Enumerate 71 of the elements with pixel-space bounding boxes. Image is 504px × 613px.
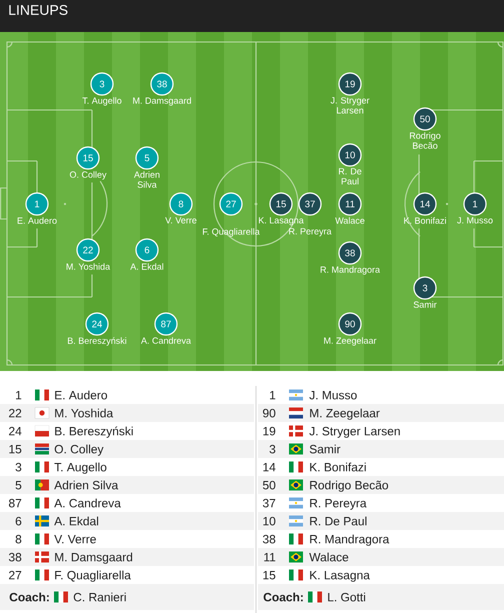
player-name: O. Colley bbox=[54, 444, 104, 456]
player-name: T. Augello bbox=[82, 97, 122, 106]
player-name: Rodrigo Becão bbox=[410, 132, 440, 149]
player-name: K. Bonifazi bbox=[310, 462, 366, 472]
player-name: O. Colley bbox=[70, 171, 106, 180]
player-name: E. Audero bbox=[18, 217, 57, 224]
shirt-number: 1 bbox=[16, 391, 22, 400]
shirt-number: 3 bbox=[270, 444, 276, 454]
player-name: T. Augello bbox=[54, 462, 106, 474]
shirt-number: 10 bbox=[263, 516, 276, 526]
player-name: Samir bbox=[310, 444, 340, 454]
shirt-number: 8 bbox=[16, 534, 22, 544]
coach-label: Coach: bbox=[10, 592, 49, 602]
player-name: J. Stryger Larsen bbox=[330, 97, 370, 114]
player-name: J. Stryger Larsen bbox=[309, 426, 400, 438]
player-name: V. Verre bbox=[165, 217, 196, 224]
shirt-number: 15 bbox=[9, 445, 22, 454]
shirt-number: 1 bbox=[270, 391, 276, 400]
player-name: Rodrigo Becão bbox=[310, 480, 388, 492]
shirt-number: 38 bbox=[8, 552, 22, 562]
shirt-number: 15 bbox=[263, 571, 276, 580]
player-name: R. De Paul bbox=[310, 516, 366, 526]
player-name: Adrien Silva bbox=[54, 480, 118, 490]
player-name: F. Quagliarella bbox=[202, 228, 260, 237]
player-name: J. Musso bbox=[457, 217, 493, 224]
player-name: Adrien Silva bbox=[134, 171, 160, 188]
player-name: Walace bbox=[309, 552, 348, 562]
shirt-number: 50 bbox=[262, 480, 276, 490]
coach-label: Coach: bbox=[264, 592, 303, 602]
coach-name: L. Gotti bbox=[328, 592, 366, 602]
shirt-number: 19 bbox=[263, 426, 276, 436]
shirt-number: 3 bbox=[16, 462, 22, 472]
player-name: F. Quagliarella bbox=[55, 570, 131, 582]
player-name: M. Zeegelaar bbox=[310, 408, 380, 420]
section-header: LINEUPS bbox=[0, 0, 504, 32]
shirt-number: 14 bbox=[263, 463, 276, 472]
player-name: K. Lasagna bbox=[258, 217, 304, 226]
player-name: A. Ekdal bbox=[130, 263, 164, 270]
player-name: K. Lasagna bbox=[310, 571, 370, 582]
coach-name: C. Ranieri bbox=[74, 592, 126, 602]
player-name: E. Audero bbox=[55, 390, 108, 400]
player-name: R. De Paul bbox=[338, 168, 362, 184]
player-name: A. Ekdal bbox=[54, 516, 98, 526]
shirt-number: 27 bbox=[9, 570, 22, 580]
player-name: J. Musso bbox=[309, 391, 357, 400]
shirt-number: 37 bbox=[262, 498, 276, 508]
shirt-number: 11 bbox=[264, 553, 276, 562]
shirt-number: 22 bbox=[9, 408, 22, 418]
player-name: M. Zeegelaar bbox=[324, 337, 376, 346]
player-name: V. Verre bbox=[54, 535, 96, 544]
player-name: Walace bbox=[335, 217, 364, 224]
shirt-number: 38 bbox=[262, 534, 276, 544]
shirt-number: 24 bbox=[9, 426, 22, 436]
player-name: B. Bereszyński bbox=[55, 426, 133, 438]
player-name: M. Yoshida bbox=[55, 408, 114, 418]
player-name: B. Bereszyński bbox=[68, 337, 126, 346]
player-name: R. Pereyra bbox=[289, 228, 332, 236]
player-name: M. Damsgaard bbox=[55, 552, 132, 564]
player-name: R. Mandragora bbox=[310, 534, 390, 546]
shirt-number: 90 bbox=[263, 408, 276, 418]
shirt-number: 6 bbox=[16, 516, 22, 526]
player-name: R. Pereyra bbox=[310, 499, 367, 510]
player-name: M. Damsgaard bbox=[133, 97, 191, 106]
player-name: K. Bonifazi bbox=[404, 217, 446, 224]
player-name: A. Candreva bbox=[54, 498, 121, 508]
player-name: R. Mandragora bbox=[320, 266, 380, 275]
shirt-number: 5 bbox=[16, 481, 22, 490]
player-name: A. Candreva bbox=[141, 337, 191, 344]
shirt-number: 87 bbox=[8, 498, 22, 508]
player-name: Samir bbox=[414, 301, 437, 308]
player-name: M. Yoshida bbox=[66, 263, 110, 270]
